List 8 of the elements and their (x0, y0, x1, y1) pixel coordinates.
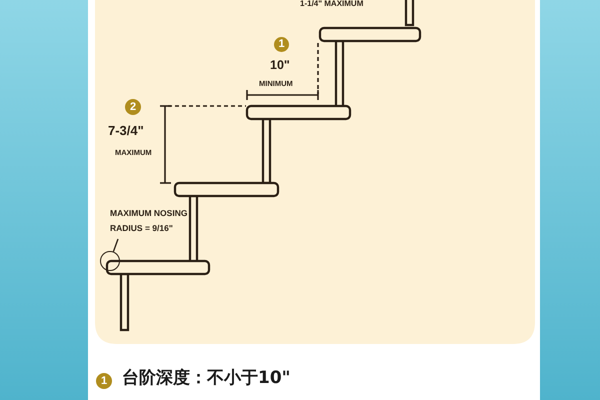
bottom-caption: 台阶深度：不小于10" (122, 370, 291, 387)
annotation-text: MAXIMUM NOSING RADIUS = 9/16" (110, 206, 190, 238)
dimension-value: 7-3/4" (108, 124, 144, 137)
dimension-value: 10" (270, 59, 290, 72)
dimension-label: 1-1/4" MAXIMUM (300, 0, 364, 8)
nosing-circle (100, 251, 120, 271)
number-badge: 1 (96, 373, 112, 389)
leader-line (112, 238, 119, 252)
